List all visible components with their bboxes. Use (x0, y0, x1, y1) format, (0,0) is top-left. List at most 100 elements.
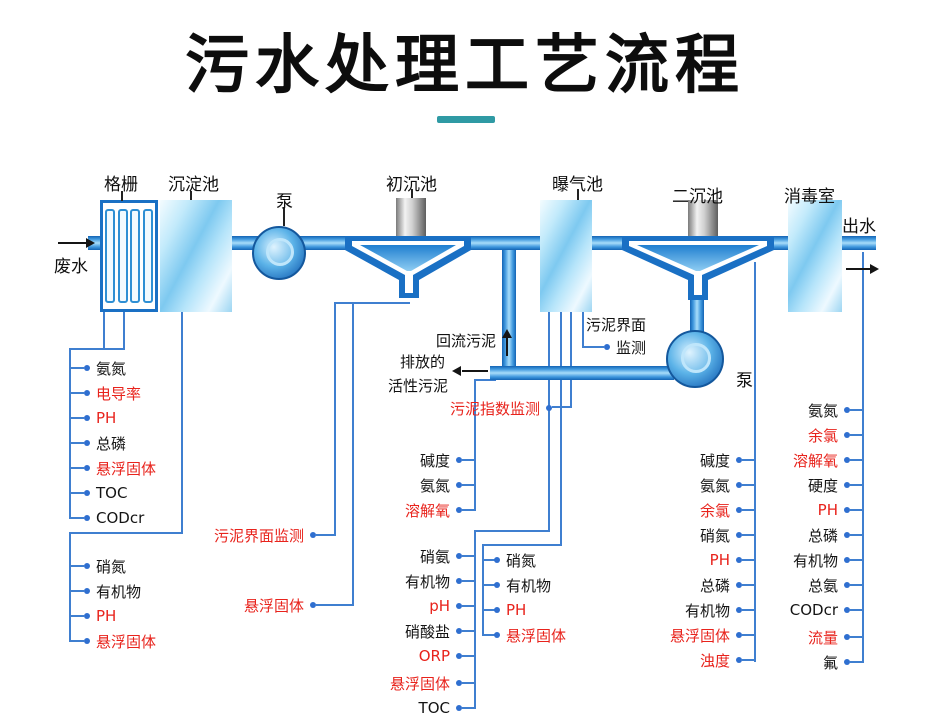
connector-line (570, 312, 572, 408)
connector-line (334, 302, 410, 304)
bullet-icon (456, 705, 462, 711)
bullet-icon (84, 638, 90, 644)
monitor-item: 有机物 (84, 581, 141, 601)
funnel-core (637, 245, 759, 271)
connector-line (482, 544, 562, 546)
monitor-item-label: 氨氮 (96, 359, 127, 378)
disinfection-tank (788, 200, 842, 312)
connector-line (69, 615, 84, 617)
monitor-item-label: 碱度 (699, 451, 730, 470)
bullet-icon (736, 507, 742, 513)
connector-line (69, 517, 84, 519)
monitor-item-label: 余氯 (699, 501, 730, 520)
connector-line (462, 630, 476, 632)
monitor-item: CODcr (710, 600, 850, 620)
monitor-item: pH (332, 596, 462, 616)
connector-line (69, 492, 84, 494)
connector-line (560, 312, 562, 546)
monitor-item-label: TOC (96, 484, 128, 502)
connector-line (69, 640, 84, 642)
monitor-item: 氨氮 (84, 358, 126, 378)
label-tick (411, 189, 413, 198)
monitor-item: 硝氨 (332, 546, 462, 566)
monitor-item: 碱度 (612, 450, 742, 470)
connector-line (582, 346, 604, 348)
connector-line (742, 609, 756, 611)
discharge-left-arrow-icon (462, 370, 488, 372)
monitor-item-label: PH (506, 601, 527, 619)
connector-line (482, 544, 484, 636)
monitor-item-label: CODcr (789, 601, 838, 619)
bullet-icon (494, 582, 500, 588)
connector-line (462, 580, 476, 582)
connector-line (69, 348, 125, 350)
bullet-icon (736, 457, 742, 463)
note-label: 监测 (616, 338, 647, 357)
bullet-icon (456, 680, 462, 686)
monitor-item: 余氯 (612, 500, 742, 520)
connector-line (69, 392, 84, 394)
aeration-tank (540, 200, 592, 312)
monitor-item: PH (84, 606, 116, 626)
monitor-item: CODcr (84, 508, 144, 528)
note-discharge-2: 活性污泥 (388, 377, 449, 395)
monitor-item: 有机物 (494, 575, 551, 595)
monitor-item: TOC (84, 483, 127, 503)
bullet-icon (494, 632, 500, 638)
bullet-icon (494, 557, 500, 563)
bullet-icon (84, 613, 90, 619)
label-waste-in: 废水 (54, 257, 88, 277)
monitor-item: 悬浮固体 (84, 458, 156, 478)
monitor-item-label: pH (429, 597, 450, 615)
label-aeration: 曝气池 (552, 175, 603, 195)
bullet-icon (546, 405, 552, 411)
monitor-item: 碱度 (332, 450, 462, 470)
funnel-core (360, 245, 456, 271)
note-label: 污泥界面监测 (213, 526, 304, 545)
connector-line (742, 534, 756, 536)
monitor-item: 硝氮 (84, 556, 126, 576)
connector-line (482, 584, 496, 586)
bullet-icon (736, 607, 742, 613)
label-tick (190, 191, 192, 200)
connector-line (69, 590, 84, 592)
bullet-icon (84, 365, 90, 371)
bullet-icon (736, 582, 742, 588)
bullet-icon (456, 482, 462, 488)
monitor-item-label: TOC (418, 699, 450, 717)
connector-line (482, 634, 496, 636)
note-suspended-solids-mid: 悬浮固体 (196, 595, 316, 615)
monitor-item-label: PH (709, 551, 730, 569)
connector-line (462, 655, 476, 657)
monitor-item-label: PH (817, 501, 838, 519)
monitor-item-label: 悬浮固体 (96, 632, 157, 651)
bullet-icon (310, 532, 316, 538)
pipe-return-riser (502, 250, 516, 372)
return-up-arrowhead-icon (502, 329, 512, 338)
monitor-item: 悬浮固体 (612, 625, 742, 645)
connector-line (69, 467, 84, 469)
monitor-item-label: CODcr (96, 509, 145, 527)
grid-bar-icon (130, 209, 141, 303)
bullet-icon (604, 344, 610, 350)
monitor-item-label: ORP (418, 647, 450, 665)
monitor-item-label: 悬浮固体 (96, 459, 157, 478)
connector-line (69, 442, 84, 444)
monitor-item-label: 氨氮 (807, 401, 838, 420)
monitor-item-label: 氟 (822, 653, 838, 672)
label-primary: 初沉池 (386, 175, 437, 195)
connector-line (462, 605, 476, 607)
bullet-icon (456, 578, 462, 584)
monitor-item-label: 有机物 (96, 582, 142, 601)
monitor-item-label: 总氨 (807, 576, 838, 595)
monitor-item-label: 总磷 (807, 526, 838, 545)
label-out: 出水 (842, 217, 876, 237)
sedimentation-tank (160, 200, 232, 312)
connector-line (69, 532, 71, 642)
monitor-item-label: PH (96, 607, 117, 625)
connector-line (462, 707, 476, 709)
pump-2-icon (666, 330, 724, 388)
grid-bar-icon (105, 209, 116, 303)
bullet-icon (84, 390, 90, 396)
